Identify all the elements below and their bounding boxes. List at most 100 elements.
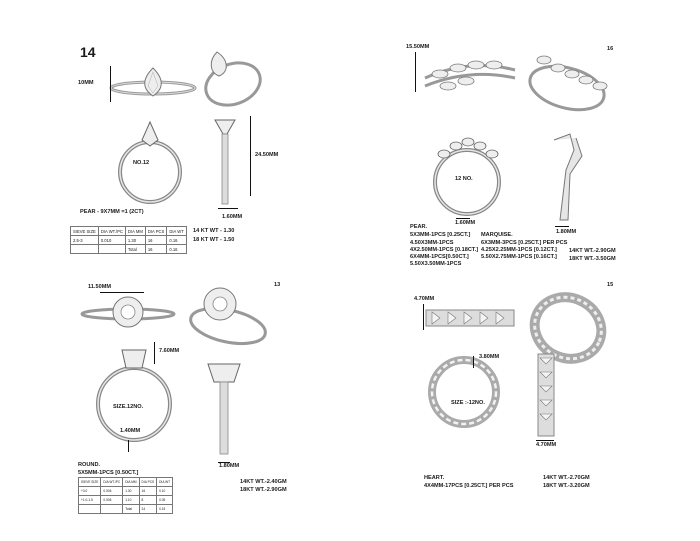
weight-14kt: 14KT WT.-2.70GM <box>543 475 590 481</box>
ring-top-view-image <box>424 60 516 91</box>
table-header-cell: DIA PCS <box>138 477 158 487</box>
ring-perspective-image <box>204 51 262 107</box>
table-cell: Total <box>122 504 140 514</box>
table-cell: 1.10 <box>122 495 140 505</box>
stone-spec: PEAR - 9X7MM =1 (2CT) <box>80 209 144 215</box>
ring-size-label: SIZE :-12NO. <box>451 400 485 406</box>
ring-size-label: NO.12 <box>133 160 150 166</box>
table-cell: 1.30 <box>122 486 140 496</box>
ring-perspective-image <box>528 55 608 112</box>
ring-top-view-image <box>425 309 515 327</box>
ring-perspective-image <box>189 287 267 346</box>
side-dimension: 4.70MM <box>536 442 557 448</box>
side-width-dimension: 1.80MM <box>556 229 577 235</box>
height-dimension: 7.60MM <box>159 348 180 354</box>
ring-size-label: SIZE.12NO. <box>113 404 144 410</box>
table-cell: 0.15 <box>156 504 174 514</box>
table-row: +1.0-1.5 0.006 1.10 8 0.05 <box>77 495 174 505</box>
ring-top-view-image <box>109 67 197 97</box>
ring-front-view-image <box>433 137 501 216</box>
width-dimension: 11.50MM <box>88 284 112 290</box>
table-cell: 8 <box>138 495 158 505</box>
ring-front-view-image <box>428 356 500 428</box>
side-height-dimension: 24.50MM <box>255 152 279 158</box>
design-number: 16 <box>607 46 614 52</box>
table-row: 2.5-3 0.010 1.30 16 0.16 <box>70 235 187 245</box>
marquise-stone-line: 6X3MM-3PCS [0.25CT.] PER PCS <box>481 240 568 246</box>
table-cell: 2.5-3 <box>70 235 99 245</box>
table-cell: 0.10 <box>156 486 174 496</box>
stone-title: ROUND. <box>78 462 101 468</box>
table-header-row: SIEVE SIZE DIA WT./PC DIA MM DIA PCS DIA… <box>77 477 174 487</box>
table-header-cell: DIA WT <box>166 226 187 236</box>
pear-stone-line: 5X3MM-1PCS [0.25CT.] <box>410 232 471 238</box>
table-header-cell: DIA MM <box>124 226 146 236</box>
weight-18kt: 18KT WT.-2.90GM <box>240 487 287 493</box>
table-header-cell: SIEVE SIZE <box>77 477 102 487</box>
height-dimension: 10MM <box>78 80 94 86</box>
marquise-stone-line: 4.25X2.25MM-1PCS [0.12CT.] <box>481 247 557 253</box>
stone-title: HEART. <box>424 475 445 481</box>
ring-side-view-image <box>214 119 236 205</box>
table-cell: 24 <box>138 504 158 514</box>
table-cell: 0.16 <box>166 244 187 254</box>
weight-14kt: 14KT WT.-2.40GM <box>240 479 287 485</box>
marquise-stone-line: 5.50X2.75MM-1PCS [0.16CT.] <box>481 254 557 260</box>
table-cell <box>70 244 99 254</box>
diamond-sieve-table: SIEVE SIZE DIA WT./PC DIA MM DIA PCS DIA… <box>70 226 187 254</box>
table-cell: 0.006 <box>100 495 124 505</box>
table-cell: +1.0-1.5 <box>77 495 102 505</box>
table-row: +3.0 0.006 1.30 16 0.10 <box>77 486 174 496</box>
band-width-dimension: 1.60MM <box>455 220 476 226</box>
table-cell: 16 <box>138 486 158 496</box>
table-header-cell: DIA WT./PC <box>100 477 124 487</box>
table-header-cell: DIA WT./PC <box>97 226 126 236</box>
ring-side-view-image <box>537 353 555 437</box>
stone-spec: 5X5MM-1PCS [0.50CT.] <box>78 470 139 476</box>
pear-stone-line: 4X2.50MM-1PCS [0.18CT.] <box>410 247 479 253</box>
weight-18kt: 18KT WT.-3.50GM <box>569 256 616 262</box>
table-cell <box>100 504 124 514</box>
table-header-cell: DIA PCS <box>144 226 168 236</box>
table-cell: 1.30 <box>124 235 146 245</box>
inner-dimension: 3.80MM <box>479 354 500 360</box>
ring-front-view-image <box>96 349 172 442</box>
table-row: Total 16 0.16 <box>70 244 187 254</box>
band-width-dimension: 1.60MM <box>222 214 243 220</box>
table-cell <box>77 504 102 514</box>
ring-perspective-image <box>529 292 607 364</box>
stone-spec: 4X4MM-17PCS [0.25CT.] PER PCS <box>424 483 514 489</box>
ring-side-view-image <box>553 133 583 221</box>
table-row: Total 24 0.15 <box>77 504 174 514</box>
table-cell <box>97 244 126 254</box>
pear-stone-line: 6X4MM-1PCS[0.50CT.] <box>410 254 469 260</box>
height-dimension: 4.70MM <box>414 296 435 302</box>
ring-side-view-image <box>207 363 241 455</box>
ring-top-view-image <box>80 296 176 328</box>
band-width-dimension: 1.40MM <box>120 428 141 434</box>
pear-stone-line: 4.50X3MM-1PCS <box>410 240 454 246</box>
pear-stone-title: PEAR. <box>410 224 428 230</box>
weight-14kt: 14 KT WT - 1.30 <box>193 228 235 234</box>
side-width-dimension: 1.80MM <box>219 463 240 469</box>
table-header-cell: DIA MM <box>122 477 140 487</box>
diamond-sieve-table: SIEVE SIZE DIA WT./PC DIA MM DIA PCS DIA… <box>77 477 174 514</box>
table-cell: 0.006 <box>100 486 124 496</box>
marquise-stone-title: MARQUISE. <box>481 232 513 238</box>
table-cell: 16 <box>144 235 168 245</box>
weight-18kt: 18KT WT.-3.20GM <box>543 483 590 489</box>
table-cell: +3.0 <box>77 486 102 496</box>
table-cell: Total <box>124 244 146 254</box>
design-number: 15 <box>607 282 614 288</box>
weight-18kt: 18 KT WT - 1.50 <box>193 237 235 243</box>
design-number: 13 <box>274 282 281 288</box>
table-cell: 16 <box>144 244 168 254</box>
table-cell: 0.16 <box>166 235 187 245</box>
table-cell: 0.05 <box>156 495 174 505</box>
weight-14kt: 14KT WT.-2.90GM <box>569 248 616 254</box>
height-dimension: 15.50MM <box>406 44 430 50</box>
table-cell: 0.010 <box>97 235 126 245</box>
table-header-cell: SIEVE SIZE <box>70 226 99 236</box>
design-number: 14 <box>80 44 96 60</box>
ring-size-label: 12 NO. <box>455 176 473 182</box>
